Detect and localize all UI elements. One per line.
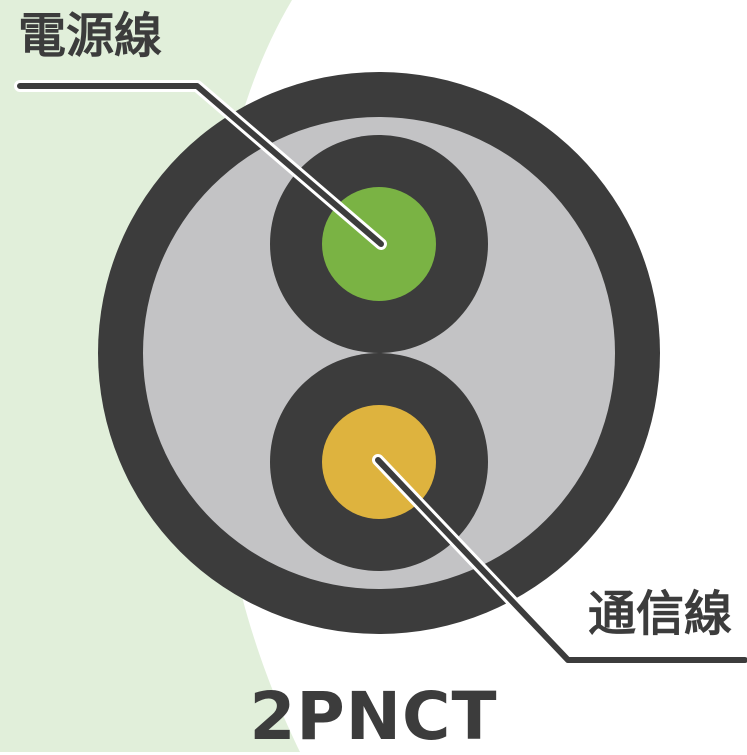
- comm-line-label: 通信線: [588, 586, 733, 642]
- power-line-label: 電源線: [18, 8, 163, 64]
- cable-type-title: 2PNCT: [249, 678, 498, 755]
- comm-leader-line: [372, 454, 747, 666]
- power-leader-line: [14, 80, 387, 250]
